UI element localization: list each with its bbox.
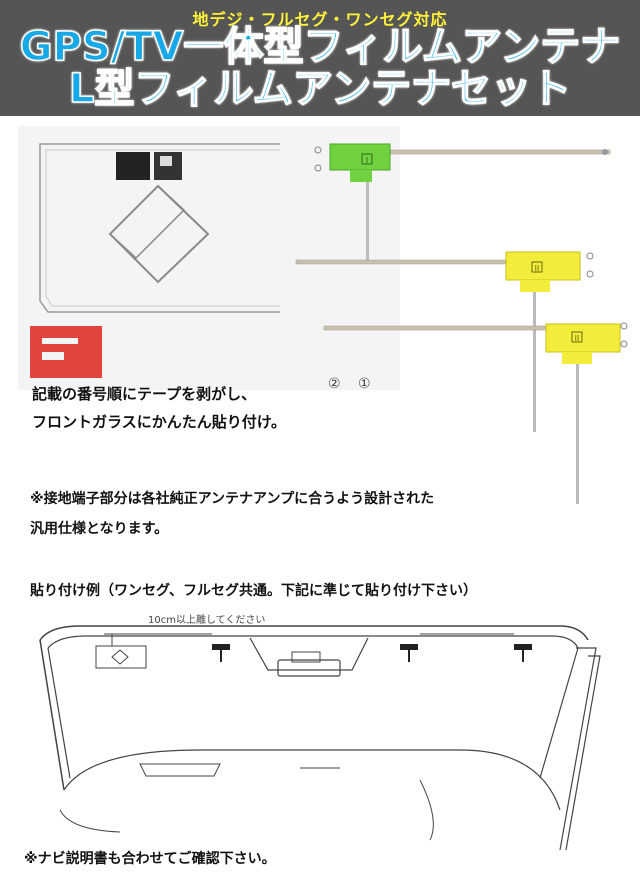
number-label-2: ② [328,376,341,392]
instructions: 記載の番号順にテープを剥がし、 フロントガラスにかんたん貼り付け。 [32,380,286,436]
header-title-line2: L型フィルムアンテナセット [68,65,572,113]
antenna-mark-1: I [366,156,368,165]
instructions-line1: 記載の番号順にテープを剥がし、 [32,385,257,403]
footer-note: ※ナビ説明書も合わせてご確認下さい。 [24,851,276,867]
windshield-diagram [0,600,640,851]
l-antenna-photo: I II II ② ① [280,126,640,516]
instructions-line2: フロントガラスにかんたん貼り付け。 [32,413,286,431]
red-tape-icon [30,326,102,378]
header-title-line1: GPS/TV一体型フィルムアンテナ [19,23,621,71]
yellow-connector-icon: II [505,251,581,292]
antenna-mark-2: II [535,264,540,273]
distance-label: 10cm以上離してください [148,615,266,626]
example-title: 貼り付け例（ワンセグ、フルセグ共通。下記に準じて貼り付け下さい） [30,583,478,599]
header-tagline: 地デジ・フルセグ・ワンセグ対応 [192,10,448,29]
yellow-connector-icon: II [545,323,621,364]
antenna-mark-3: II [575,334,580,343]
number-label-1: ① [358,376,371,392]
note-line1: ※接地端子部分は各社純正アンテナアンプに合うよう設計された [30,491,435,507]
green-connector-icon: I [329,143,391,182]
ground-terminal-note: ※接地端子部分は各社純正アンテナアンプに合うよう設計された 汎用仕様となります。 [30,484,434,544]
note-line2: 汎用仕様となります。 [30,521,169,537]
header-banner: 地デジ・フルセグ・ワンセグ対応 GPS/TV一体型フィルムアンテナ L型フィルム… [0,0,640,116]
